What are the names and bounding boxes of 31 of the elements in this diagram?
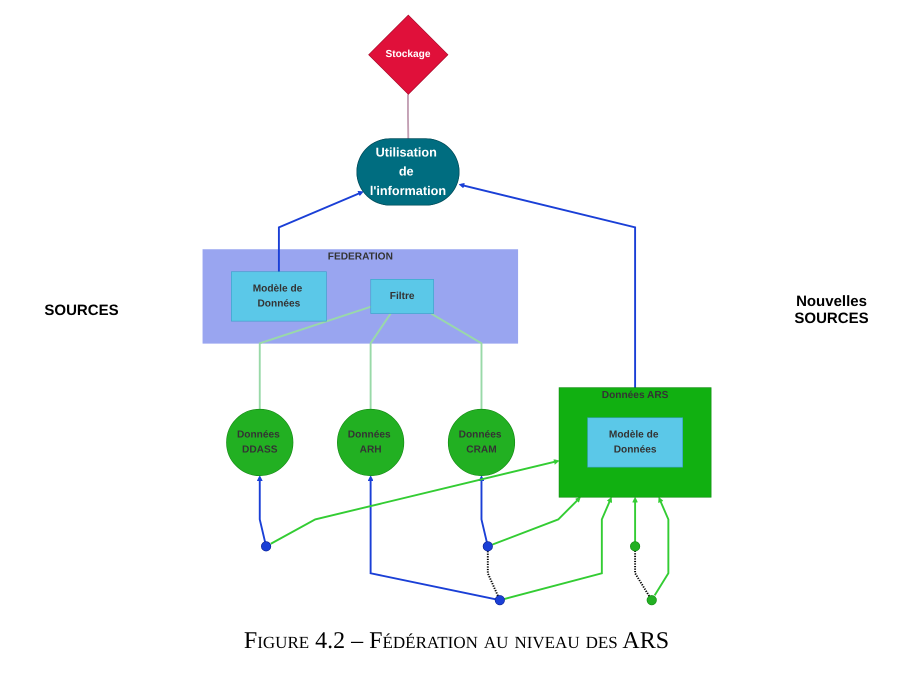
arrow xyxy=(256,475,266,542)
node-circle xyxy=(494,595,504,606)
arrow xyxy=(277,190,364,272)
arrow xyxy=(492,496,580,546)
connector xyxy=(258,306,371,410)
node-circle xyxy=(482,541,492,552)
node-circle: Données CRAM xyxy=(447,408,515,476)
arrow xyxy=(478,475,488,542)
arrow xyxy=(632,496,638,542)
connector xyxy=(430,312,482,410)
node-circle xyxy=(646,595,656,606)
node-box: Modèle de Données xyxy=(230,271,326,322)
node-box: Filtre xyxy=(370,279,434,314)
side-label: Nouvelles SOURCES xyxy=(793,293,870,327)
connector xyxy=(406,94,409,140)
arrow xyxy=(367,475,495,600)
node-circle xyxy=(260,541,271,552)
arrow xyxy=(653,496,669,596)
figure-caption: Figure 4.2 – Fédération au niveau des ARS xyxy=(244,628,670,655)
node-circle: Données ARH xyxy=(336,408,404,476)
side-label: SOURCES xyxy=(43,302,120,318)
connector xyxy=(369,313,391,410)
connector xyxy=(634,551,650,597)
node-box: Modèle de Données xyxy=(586,417,682,468)
arrow xyxy=(458,182,636,388)
node-diamond: Stockage xyxy=(368,14,448,95)
arrow xyxy=(504,496,612,600)
node-circle: Données DDASS xyxy=(226,408,293,476)
connector xyxy=(486,551,498,596)
node-circle xyxy=(630,541,640,552)
arrow xyxy=(270,459,559,545)
